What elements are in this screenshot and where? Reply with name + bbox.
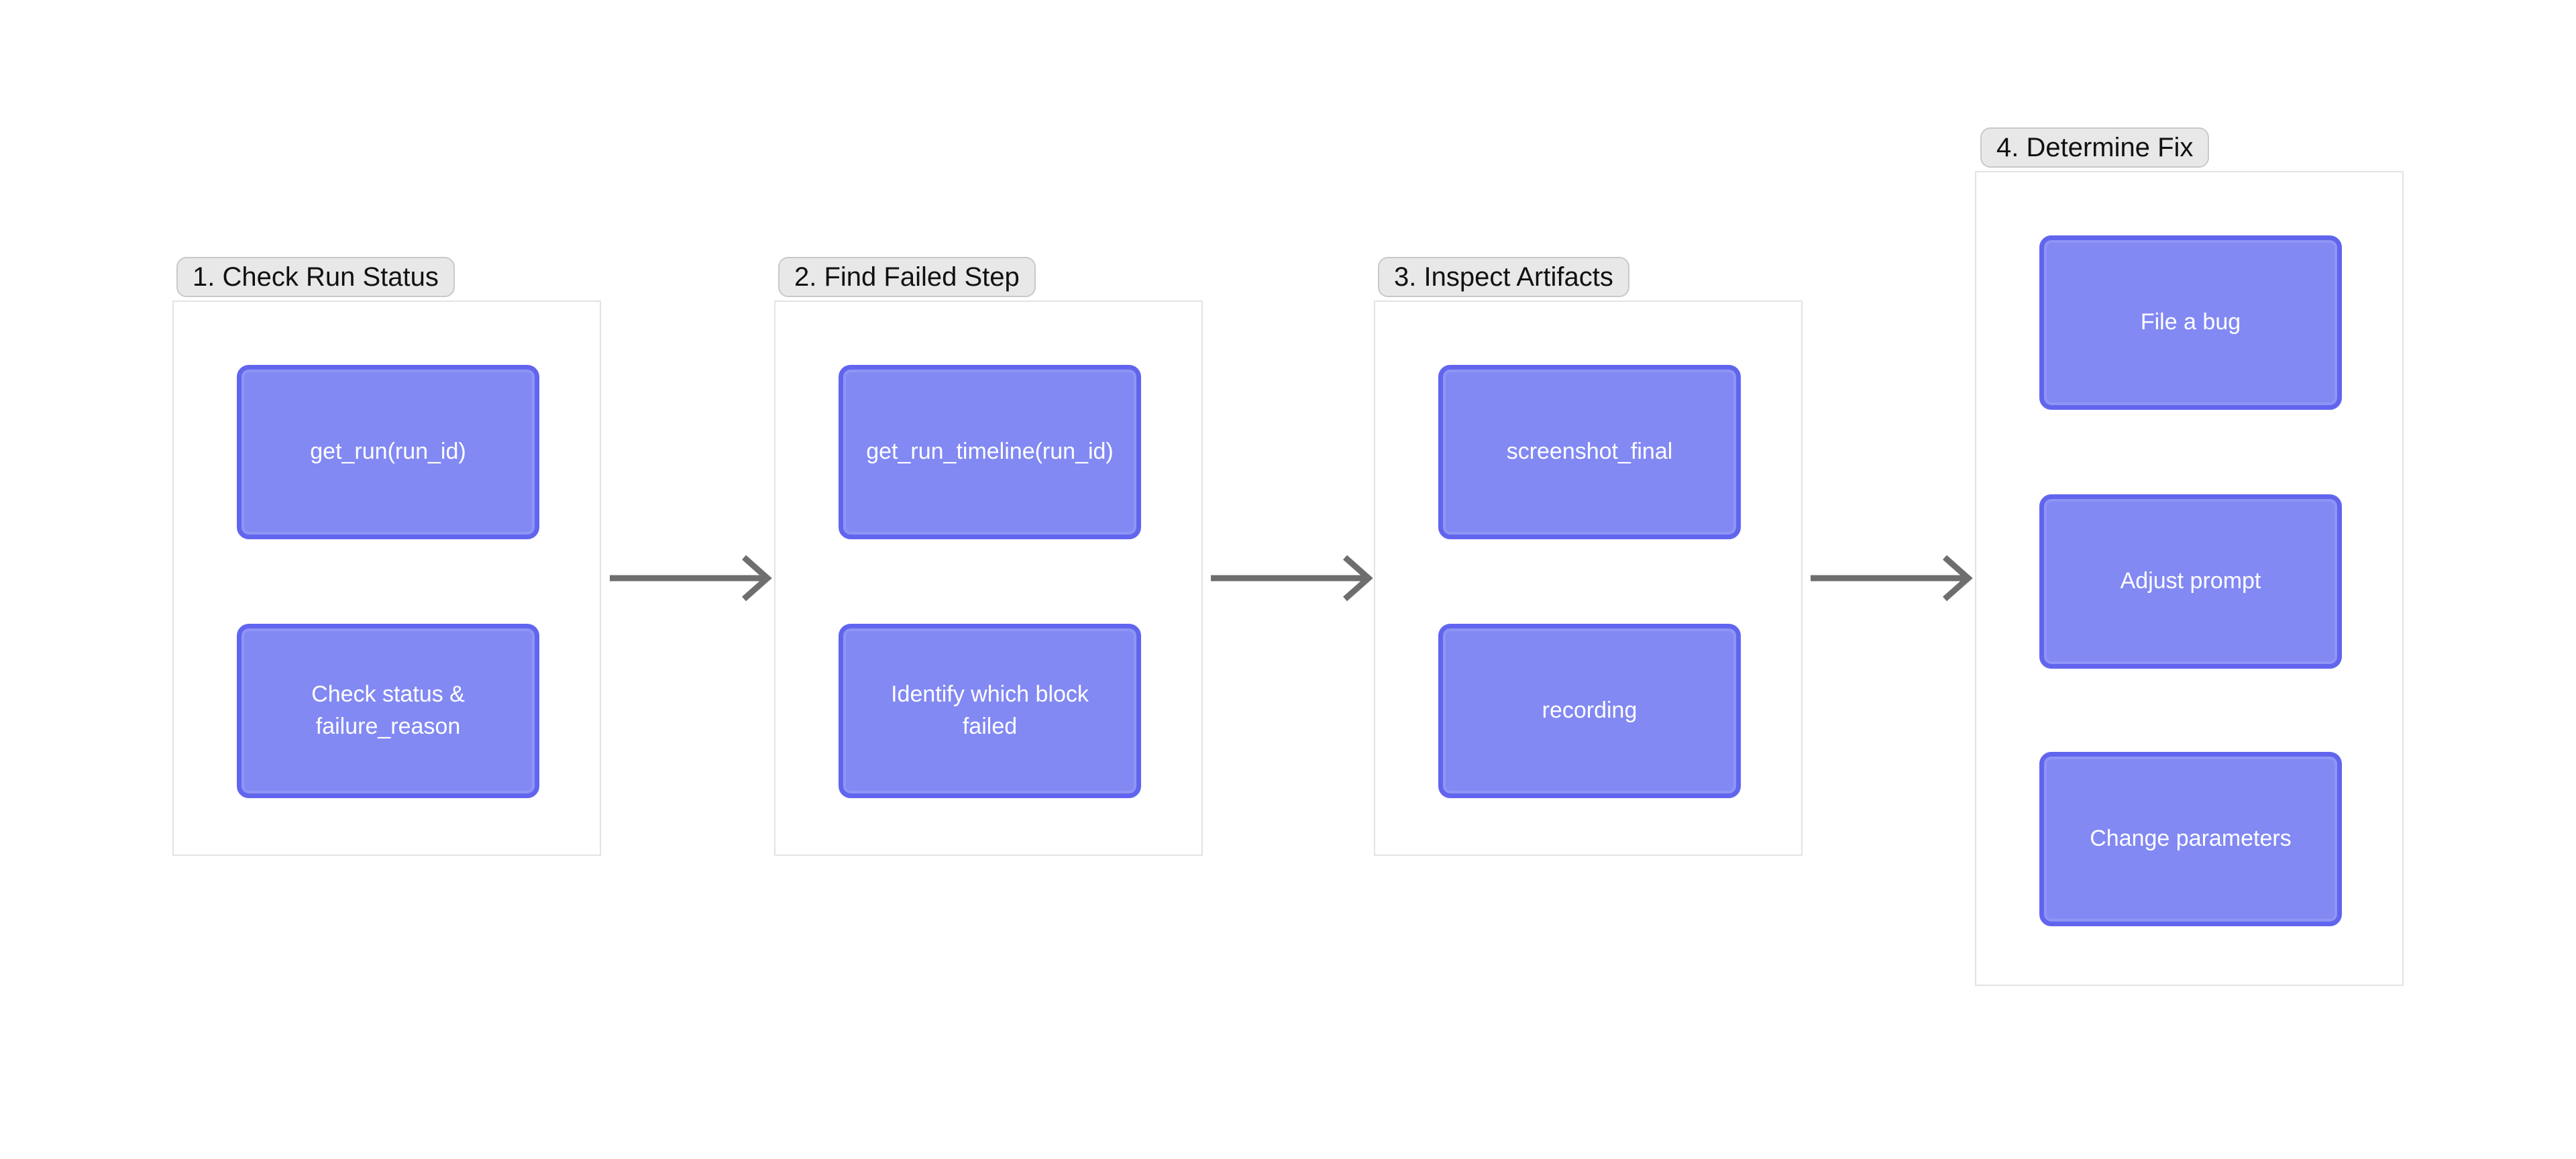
node-check-status-failure-reason[interactable]: Check status & failure_reason <box>237 624 539 798</box>
node-screenshot-final[interactable]: screenshot_final <box>1438 365 1741 539</box>
group-label-find-failed-step: 2. Find Failed Step <box>778 257 1036 297</box>
group-container-check-run-status: get_run(run_id) Check status & failure_r… <box>172 300 601 856</box>
arrow-right-icon <box>610 555 772 602</box>
node-get-run[interactable]: get_run(run_id) <box>237 365 539 539</box>
group-container-inspect-artifacts: screenshot_final recording <box>1374 300 1803 856</box>
group-container-determine-fix: File a bug Adjust prompt Change paramete… <box>1975 171 2404 986</box>
node-recording[interactable]: recording <box>1438 624 1741 798</box>
node-change-parameters[interactable]: Change parameters <box>2039 752 2342 926</box>
flow-arrow-1-to-2 <box>607 538 775 618</box>
node-adjust-prompt[interactable]: Adjust prompt <box>2039 494 2342 669</box>
group-container-find-failed-step: get_run_timeline(run_id) Identify which … <box>774 300 1203 856</box>
flow-arrow-2-to-3 <box>1208 538 1376 618</box>
group-label-inspect-artifacts: 3. Inspect Artifacts <box>1378 257 1629 297</box>
arrow-right-icon <box>1811 555 1973 602</box>
node-get-run-timeline[interactable]: get_run_timeline(run_id) <box>839 365 1141 539</box>
group-label-check-run-status: 1. Check Run Status <box>176 257 455 297</box>
group-label-determine-fix: 4. Determine Fix <box>1980 127 2210 168</box>
node-file-a-bug[interactable]: File a bug <box>2039 235 2342 410</box>
flow-arrow-3-to-4 <box>1808 538 1976 618</box>
node-identify-failed-block[interactable]: Identify which block failed <box>839 624 1141 798</box>
arrow-right-icon <box>1211 555 1373 602</box>
